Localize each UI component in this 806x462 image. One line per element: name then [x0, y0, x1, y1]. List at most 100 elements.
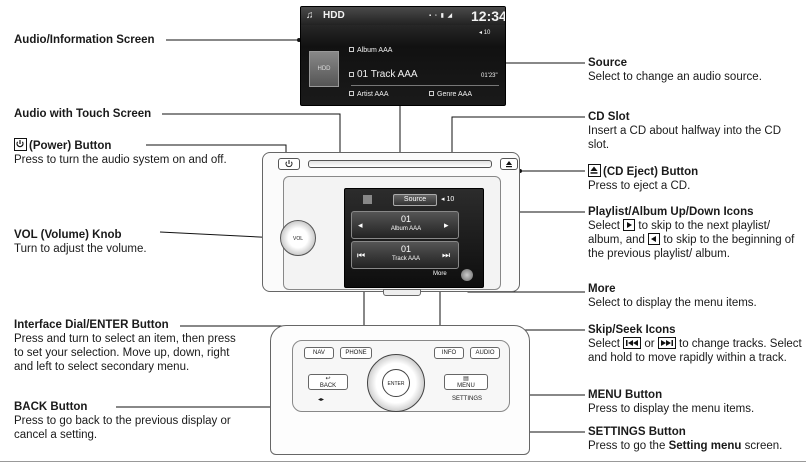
menu-icon: ▤	[463, 376, 469, 382]
info-volume: ◂ 10	[479, 30, 491, 36]
callout-desc: Select or to change tracks. Select and h…	[588, 337, 803, 365]
more-label: More	[433, 271, 447, 277]
desc-part: Select	[588, 220, 620, 232]
callout-menu-button: MENU Button Press to display the menu it…	[588, 388, 803, 416]
callout-title: More	[588, 283, 616, 295]
back-label: BACK	[319, 383, 337, 389]
desc-part: screen.	[744, 440, 783, 452]
playlist-up-icon[interactable]: ▸	[444, 220, 449, 230]
callout-title: Audio/Information Screen	[14, 34, 155, 46]
track-name: Track AAA	[391, 256, 421, 262]
desc-part: or	[644, 338, 655, 350]
desc-part: to skip to the next playlist/ album, and	[588, 220, 771, 246]
callout-skip-seek: Skip/Seek Icons Select or to change trac…	[588, 323, 803, 365]
callout-title: (Power) Button	[29, 140, 112, 152]
callout-title: Audio with Touch Screen	[14, 108, 152, 120]
bottom-tab	[383, 289, 421, 296]
info-genre: Genre AAA	[437, 91, 473, 98]
cd-slot[interactable]	[308, 160, 492, 168]
playlist-down-icon[interactable]: ◂	[358, 220, 363, 230]
power-icon	[285, 160, 293, 168]
progress-rule	[351, 85, 499, 86]
album-art: HDD	[309, 51, 339, 87]
callout-title: Skip/Seek Icons	[588, 324, 676, 336]
nav-button[interactable]: NAV	[304, 347, 334, 359]
prev-arrow-icon	[648, 233, 661, 245]
track-number: 01	[400, 244, 411, 254]
track-icon	[349, 72, 354, 77]
callout-title: (CD Eject) Button	[603, 166, 699, 178]
music-note-icon: ♫	[306, 10, 314, 21]
back-button[interactable]: ↩BACK	[308, 374, 348, 390]
album-number: 01	[400, 214, 411, 224]
info-artist-row: Artist AAA	[349, 91, 389, 98]
callout-title: BACK Button	[14, 401, 88, 413]
info-album: Album AAA	[357, 47, 393, 54]
callout-more: More Select to display the menu items.	[588, 282, 803, 310]
desc-part: to skip to the beginning of the previous…	[588, 234, 795, 260]
desc-part: Press to go the	[588, 440, 666, 452]
power-button[interactable]	[278, 158, 300, 170]
callout-desc: Turn to adjust the volume.	[14, 243, 147, 255]
vol-knob[interactable]: VOL	[280, 220, 316, 256]
callout-desc: Select to display the menu items.	[588, 297, 757, 309]
callout-title: MENU Button	[588, 389, 663, 401]
callout-cd-eject: (CD Eject) Button Press to eject a CD.	[588, 164, 803, 193]
audio-button[interactable]: AUDIO	[470, 347, 500, 359]
back-arrow-icon: ↩	[325, 376, 331, 382]
callout-back-button: BACK Button Press to go back to the prev…	[14, 400, 236, 442]
callout-desc: Insert a CD about halfway into the CD sl…	[588, 125, 782, 151]
menu-label: MENU	[457, 383, 475, 389]
audio-information-screen: ♫ HDD ▪ ▫ ▮ ◢ 12:34 ◂ 10 HDD Album AAA 0…	[300, 6, 506, 106]
settings-button[interactable]: SETTINGS	[452, 396, 483, 402]
eject-icon	[588, 164, 601, 177]
desc-part: to change tracks. Select and hold to mov…	[588, 338, 802, 364]
enter-label: ENTER	[387, 381, 405, 387]
desc-part: Select	[588, 338, 620, 350]
eject-icon	[506, 161, 512, 168]
track-panel: ⏮ 01 Track AAA ⏭	[351, 241, 459, 269]
callout-cd-slot: CD Slot Insert a CD about halfway into t…	[588, 110, 803, 152]
menu-button[interactable]: ▤MENU	[444, 374, 488, 390]
callout-interface-dial: Interface Dial/ENTER Button Press and tu…	[14, 318, 236, 374]
info-volume-value: 10	[483, 30, 491, 36]
phone-button[interactable]: PHONE	[340, 347, 372, 359]
cd-eject-button[interactable]	[500, 158, 518, 170]
enter-button[interactable]: ENTER	[382, 369, 410, 397]
callout-title: Source	[588, 57, 627, 69]
callout-desc: Press to turn the audio system on and of…	[14, 154, 227, 166]
desc-bold: Setting menu	[668, 440, 742, 452]
info-track: 01 Track AAA	[357, 69, 418, 80]
album-icon	[349, 47, 354, 52]
info-screen-header	[301, 7, 505, 25]
info-button[interactable]: INFO	[434, 347, 464, 359]
callout-playlist-icons: Playlist/Album Up/Down Icons Select to s…	[588, 205, 803, 261]
info-genre-row: Genre AAA	[429, 91, 472, 98]
skip-back-icon	[623, 337, 642, 349]
info-source-label: HDD	[323, 10, 345, 21]
callout-desc: Press and turn to select an item, then p…	[14, 333, 236, 373]
info-album-row: Album AAA	[349, 47, 392, 54]
vol-knob-label: VOL	[292, 236, 303, 242]
callout-desc: Press to go the Setting menu screen.	[588, 439, 806, 453]
back-hint-icon: ◂▸	[318, 397, 325, 403]
callout-desc: Press to eject a CD.	[588, 180, 691, 192]
next-arrow-icon	[623, 219, 636, 231]
callout-desc: Select to skip to the next playlist/ alb…	[588, 219, 803, 261]
audio-touch-screen[interactable]: Source ◂ 10 ◂ 01 Album AAA ▸ ⏮ 01 Track …	[344, 188, 484, 288]
more-button[interactable]	[461, 269, 473, 281]
callout-power-button: (Power) Button Press to turn the audio s…	[14, 138, 244, 167]
callout-audio-info-screen: Audio/Information Screen	[14, 33, 155, 47]
source-button[interactable]: Source	[393, 194, 437, 206]
skip-forward-icon[interactable]: ⏭	[442, 250, 451, 260]
album-name: Album AAA	[390, 226, 422, 232]
callout-desc: Select to change an audio source.	[588, 71, 762, 83]
info-clock: 12:34	[471, 8, 506, 24]
callout-source: Source Select to change an audio source.	[588, 56, 803, 84]
screen-icon	[363, 195, 372, 204]
skip-back-icon[interactable]: ⏮	[357, 250, 366, 260]
skip-forward-icon	[657, 337, 676, 349]
playlist-panel: ◂ 01 Album AAA ▸	[351, 211, 459, 239]
callout-desc: Press to display the menu items.	[588, 403, 755, 415]
